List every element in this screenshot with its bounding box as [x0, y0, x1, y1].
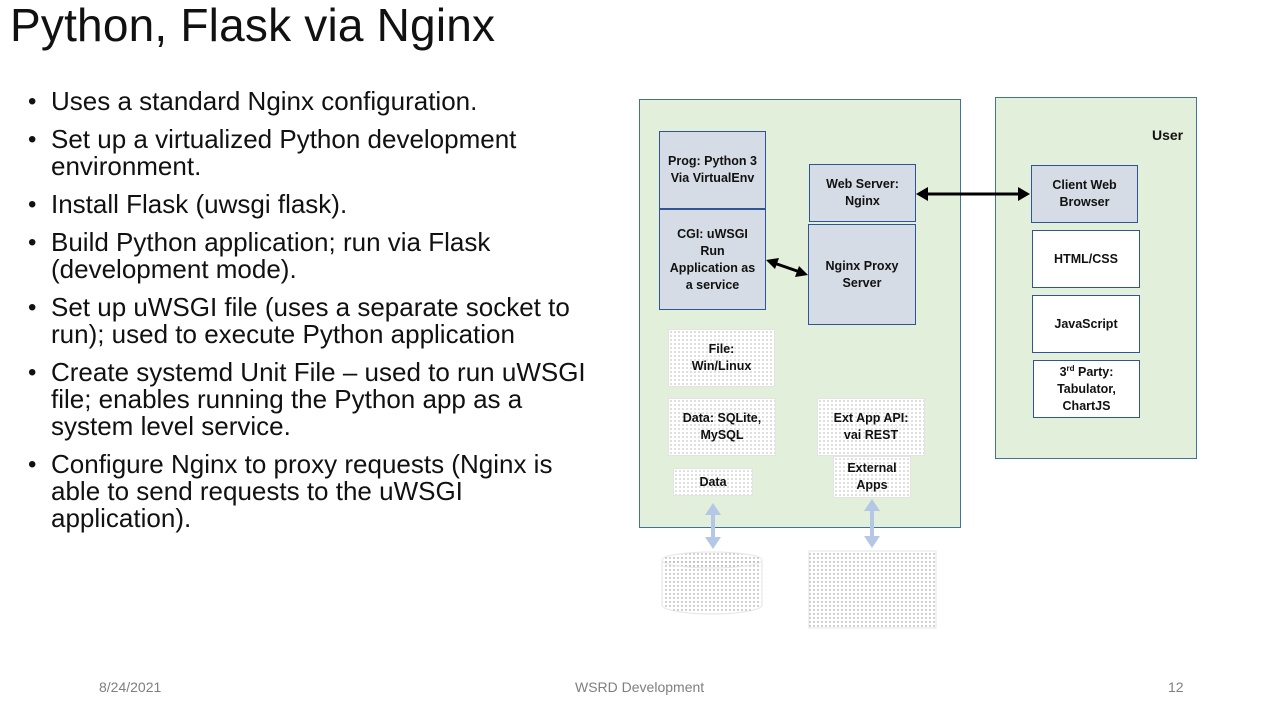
- file-box: File: Win/Linux: [668, 329, 775, 387]
- bullet-list: Uses a standard Nginx configuration. Set…: [28, 88, 608, 543]
- nginx-proxy-box: Nginx Proxy Server: [808, 224, 916, 325]
- database-cylinder-icon: [661, 551, 763, 615]
- data-store-box: Data: SQLite, MySQL: [668, 398, 776, 456]
- cgi-to-proxy-arrow-icon: [766, 258, 808, 277]
- client-browser-box: Client Web Browser: [1031, 165, 1138, 223]
- web-server-box: Web Server: Nginx: [809, 164, 916, 222]
- user-label: User: [1152, 127, 1184, 143]
- bullet-item: Set up uWSGI file (uses a separate socke…: [28, 294, 581, 348]
- external-apps-store: [808, 550, 937, 629]
- bullet-item: Create systemd Unit File – used to run u…: [28, 359, 591, 440]
- footer-title: WSRD Development: [575, 679, 705, 695]
- slide-title: Python, Flask via Nginx: [10, 0, 496, 51]
- bullet-item: Set up a virtualized Python development …: [28, 126, 611, 180]
- ext-app-api-box: Ext App API: vai REST: [817, 398, 925, 456]
- bullet-item: Configure Nginx to proxy requests (Nginx…: [28, 451, 561, 532]
- external-apps-box: External Apps: [833, 456, 911, 498]
- footer-page-number: 12: [1168, 679, 1184, 695]
- bullet-item: Build Python application; run via Flask …: [28, 229, 576, 283]
- prog-python-box: Prog: Python 3 Via VirtualEnv: [659, 131, 766, 209]
- ext-store-arrow-icon: [864, 499, 880, 548]
- bullet-item: Install Flask (uwsgi flask).: [28, 191, 608, 219]
- javascript-box: JavaScript: [1032, 295, 1140, 353]
- bullet-item: Uses a standard Nginx configuration.: [28, 88, 608, 116]
- data-box: Data: [673, 468, 753, 496]
- html-css-box: HTML/CSS: [1032, 230, 1140, 288]
- cgi-uwsgi-box: CGI: uWSGI Run Application as a service: [659, 209, 766, 310]
- third-party-box: 3rd Party: Tabulator, ChartJS: [1033, 360, 1140, 418]
- data-db-arrow-icon: [705, 503, 721, 549]
- third-party-label: 3rd Party: Tabulator, ChartJS: [1057, 363, 1116, 413]
- footer-date: 8/24/2021: [99, 679, 162, 695]
- web-to-browser-arrow-icon: [916, 187, 1030, 201]
